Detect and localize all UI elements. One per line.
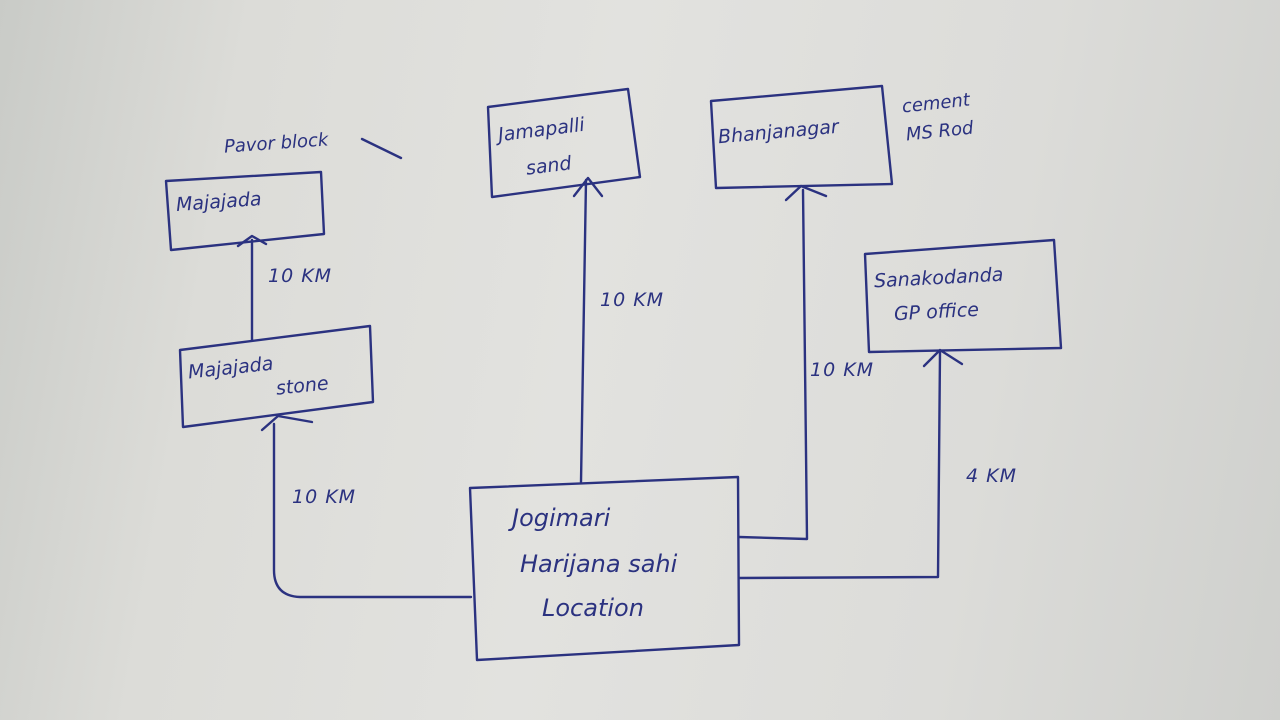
distance-main-jamapalli: 10 KM (600, 289, 665, 311)
box-sanakodanda (863, 238, 1063, 354)
arrowhead-bhanjanagar (784, 184, 828, 202)
box-jamapalli (486, 87, 642, 199)
connector-main-sanakodanda (737, 350, 942, 580)
arrowhead-jamapalli (572, 176, 604, 198)
arrowhead-stone (260, 414, 314, 432)
distance-main-bhanjanagar: 10 KM (810, 359, 875, 381)
sanakodanda-label-2: GP office (893, 298, 980, 326)
connector-main-jamapalli (579, 178, 588, 484)
box-majajada (164, 170, 326, 252)
main-location-label-3: Location (542, 594, 644, 622)
note-underline (360, 137, 403, 160)
connector-main-stone (272, 422, 473, 599)
box-main-location (468, 475, 741, 662)
arrowhead-sanakodanda (922, 348, 964, 368)
distance-stone-majajada: 10 KM (268, 265, 333, 287)
distance-main-stone: 10 KM (292, 486, 357, 508)
box-majajada-stone (178, 324, 375, 429)
box-bhanjanagar (709, 84, 894, 190)
distance-main-sanakodanda: 4 KM (966, 465, 1017, 487)
arrowhead-majajada (236, 234, 268, 248)
main-location-label-1: Jogimari (512, 504, 611, 532)
connector-main-bhanjanagar (737, 188, 809, 541)
main-location-label-2: Harijana sahi (520, 550, 678, 578)
